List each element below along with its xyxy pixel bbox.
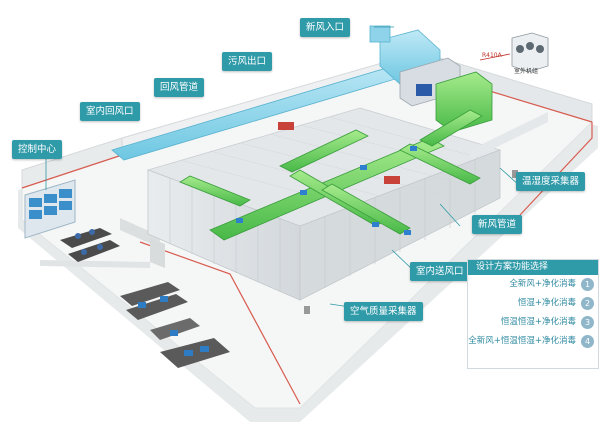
ahu-panel [416, 84, 432, 96]
green-duct-branch-4 [399, 143, 481, 185]
design-option-number: 2 [581, 297, 594, 310]
sensor-wall [470, 112, 548, 160]
design-option-1: 全新风+净化消毒 1 [468, 275, 598, 294]
video-wall-screens [29, 189, 72, 219]
partition-wall-2 [150, 238, 165, 268]
temp-humidity-sensor [512, 170, 518, 178]
control-desks [60, 228, 120, 262]
design-option-number: 1 [581, 278, 594, 291]
design-options-title: 设计方案功能选择 [468, 260, 598, 275]
meeting-room [160, 338, 230, 368]
exhaust-outlet-label: 污风出口 [222, 52, 273, 71]
green-duct-branch-5 [179, 175, 251, 207]
design-option-text: 恒温恒湿+净化消毒 [500, 317, 576, 327]
return-duct-label: 回风管道 [154, 78, 205, 97]
design-option-2: 恒湿+净化消毒 2 [468, 294, 598, 313]
partition-wall-3 [40, 260, 150, 268]
temp-humidity-collector-label: 温湿度采集器 [516, 172, 586, 191]
vent-1 [278, 122, 294, 130]
fresh-air-intake-box [369, 25, 391, 43]
green-duct-branch-3 [321, 183, 411, 235]
outdoor-unit [479, 32, 549, 73]
design-option-number: 3 [581, 316, 594, 329]
vent-2 [384, 176, 400, 184]
green-duct-branch-6 [419, 109, 483, 147]
green-duct-branch-1 [279, 129, 369, 173]
control-center-label: 控制中心 [12, 140, 63, 159]
refrigerant-label: R410A [482, 52, 502, 59]
design-option-text: 全新风+净化消毒 [509, 279, 576, 289]
red-trim-room [139, 241, 301, 405]
fresh-air-inlet-label: 新风入口 [300, 18, 351, 37]
design-option-4: 全新风+恒温恒湿+净化消毒 4 [468, 332, 598, 351]
design-option-text: 恒湿+净化消毒 [517, 298, 576, 308]
design-option-number: 4 [581, 335, 594, 348]
green-duct-blue-joints [236, 146, 417, 235]
air-quality-sensor [304, 306, 310, 314]
air-quality-collector-label: 空气质量采集器 [344, 302, 423, 321]
outdoor-unit-label: 室外机组 [514, 68, 539, 75]
indoor-supply-label: 室内送风口 [410, 262, 470, 281]
office-workstations [120, 282, 200, 340]
fresh-air-duct-label: 新风管道 [472, 215, 523, 234]
design-option-3: 恒温恒湿+净化消毒 3 [468, 313, 598, 332]
design-options-panel: 设计方案功能选择 全新风+净化消毒 1 恒湿+净化消毒 2 恒温恒湿+净化消毒 3 全… [467, 259, 599, 369]
design-option-text: 全新风+恒温恒湿+净化消毒 [468, 336, 576, 346]
indoor-return-label: 室内回风口 [80, 102, 140, 121]
